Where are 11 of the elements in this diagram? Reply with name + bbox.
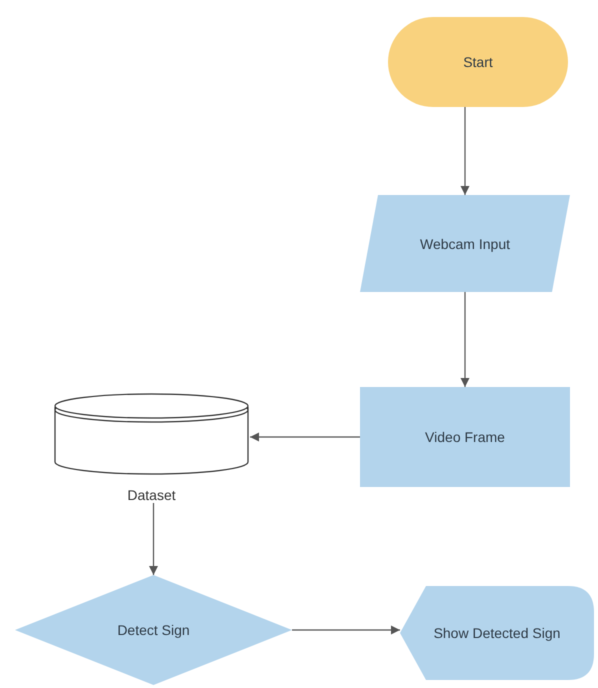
node-label: Start: [462, 54, 494, 70]
node-label: Show Detected Sign: [432, 625, 562, 641]
arrow: [250, 432, 360, 442]
arrow: [460, 107, 470, 195]
arrow: [460, 292, 470, 387]
node-label: Video Frame: [424, 429, 506, 445]
node-label: Dataset: [126, 487, 177, 503]
arrow: [292, 626, 400, 634]
arrow: [149, 503, 158, 575]
node-label: Detect Sign: [116, 622, 191, 638]
node-label: Webcam Input: [418, 236, 511, 252]
